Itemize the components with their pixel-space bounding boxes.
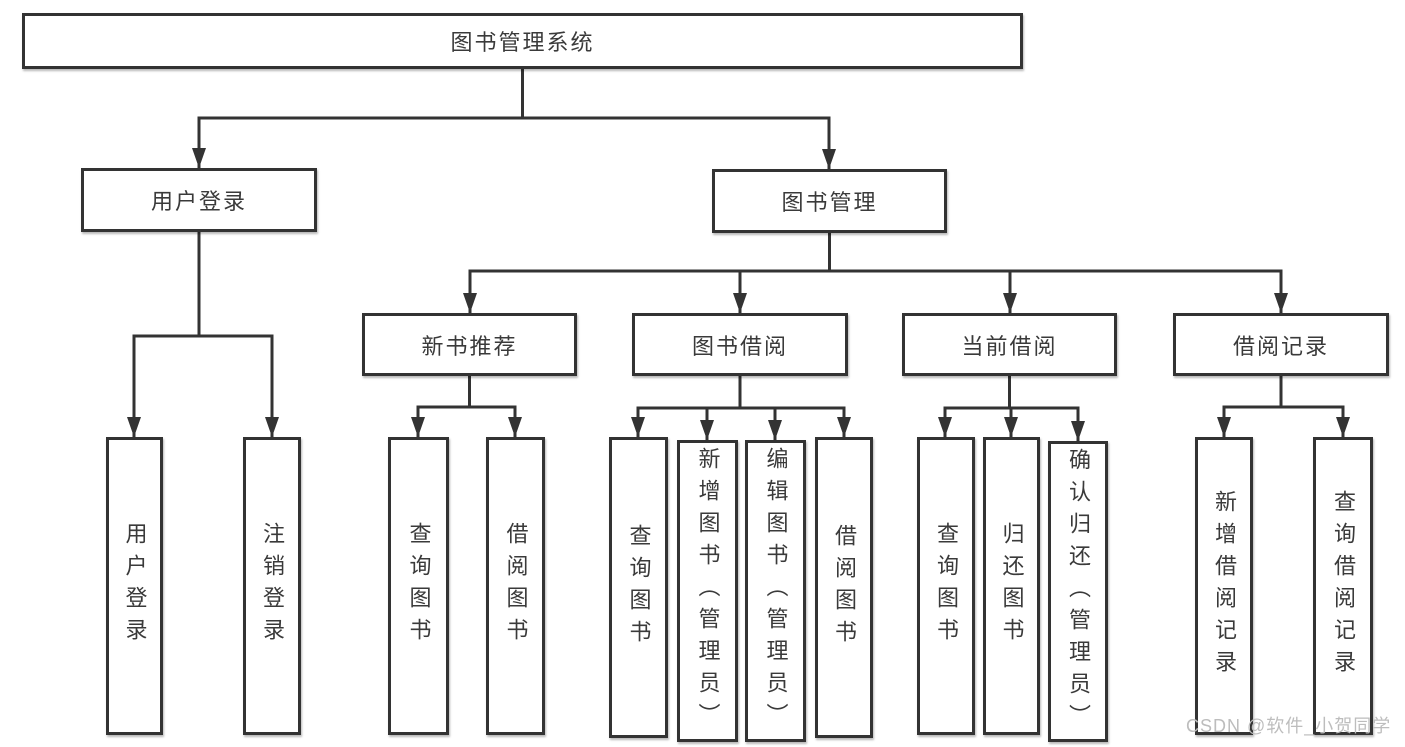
leaf-bb-query-books: 查询图书 (609, 437, 668, 738)
node-current-borrow: 当前借阅 (902, 313, 1117, 376)
node-label: 图书管理系统 (450, 30, 595, 55)
node-book-management: 图书管理 (712, 169, 947, 233)
leaf-label: 归还图书 (999, 522, 1025, 650)
leaf-label: 查询图书 (626, 523, 652, 652)
node-new-book-recommend: 新书推荐 (362, 313, 577, 376)
leaf-label: 用户登录 (122, 522, 148, 650)
leaf-label: 编辑图书（管理员） (763, 447, 789, 735)
leaf-br-query-record: 查询借阅记录 (1313, 437, 1373, 735)
node-user-login: 用户登录 (81, 168, 317, 232)
node-label: 图书借阅 (691, 333, 788, 359)
node-label: 当前借阅 (961, 333, 1058, 359)
leaf-logout: 注销登录 (243, 437, 301, 735)
leaf-cb-confirm-return-admin: 确认归还（管理员） (1048, 441, 1108, 742)
leaf-bb-borrow-books: 借阅图书 (815, 437, 873, 738)
leaf-nbr-borrow-books: 借阅图书 (486, 437, 545, 735)
node-book-management-system: 图书管理系统 (22, 13, 1023, 69)
node-label: 借阅记录 (1232, 333, 1329, 359)
leaf-label: 查询图书 (406, 522, 432, 650)
leaf-label: 注销登录 (260, 522, 285, 650)
leaf-user-login: 用户登录 (106, 437, 163, 735)
node-borrow-records: 借阅记录 (1173, 313, 1389, 376)
leaf-cb-return-books: 归还图书 (983, 437, 1040, 735)
leaf-bb-add-book-admin: 新增图书（管理员） (677, 440, 738, 742)
node-book-borrow: 图书借阅 (632, 313, 848, 376)
leaf-bb-edit-book-admin: 编辑图书（管理员） (745, 440, 806, 742)
leaf-label: 新增图书（管理员） (695, 447, 721, 735)
node-label: 用户登录 (150, 189, 247, 214)
node-label: 新书推荐 (421, 333, 518, 359)
leaf-label: 确认归还（管理员） (1066, 447, 1091, 736)
leaf-label: 查询图书 (934, 522, 959, 650)
node-label: 图书管理 (781, 190, 878, 215)
leaf-label: 借阅图书 (503, 522, 529, 650)
leaf-label: 借阅图书 (832, 523, 857, 652)
leaf-label: 新增借阅记录 (1212, 490, 1237, 682)
leaf-cb-query-books: 查询图书 (917, 437, 975, 735)
leaf-br-add-record: 新增借阅记录 (1195, 437, 1253, 735)
watermark: CSDN @软件_小贺同学 (1186, 716, 1392, 736)
leaf-label: 查询借阅记录 (1331, 490, 1356, 682)
leaf-nbr-query-books: 查询图书 (388, 437, 449, 735)
